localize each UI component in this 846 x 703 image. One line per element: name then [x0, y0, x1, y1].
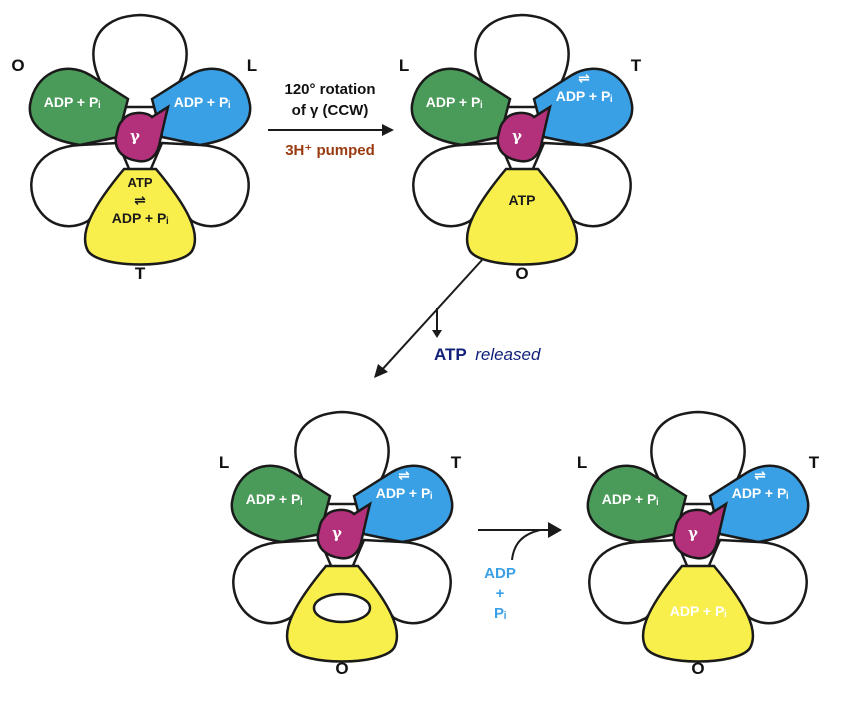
blue-site-top-label: ATP — [391, 450, 416, 465]
state-label-left: L — [219, 453, 229, 472]
state-label-bottom: O — [515, 264, 528, 283]
yellow-site-bottom-label: ADP + Pᵢ — [112, 210, 169, 226]
green-site-label: ADP + Pᵢ — [44, 94, 101, 110]
blue-site-label: ADP + Pᵢ — [174, 94, 231, 110]
state-label-right: T — [809, 453, 820, 472]
atp-released-word: released — [475, 345, 541, 364]
yellow-site-label: ATP — [509, 192, 536, 208]
plus-sign: + — [496, 585, 505, 602]
gamma-direction-caption: of γ (CCW) — [292, 102, 369, 119]
step-two-arrow: ATP released — [374, 259, 541, 378]
equilibrium-icon: ⇌ — [398, 467, 410, 483]
equilibrium-icon: ⇌ — [754, 467, 766, 483]
empty-site-hole — [312, 592, 372, 624]
equilibrium-icon: ⇌ — [578, 70, 590, 86]
yellow-site-top-label: ATP — [127, 175, 152, 190]
state-label-left: L — [577, 453, 587, 472]
yellow-site-label: ADP + Pᵢ — [670, 603, 727, 619]
rotation-caption: 120° rotation — [284, 81, 375, 98]
green-site-label: ADP + Pᵢ — [426, 94, 483, 110]
step-one-arrow: 120° rotation of γ (CCW) 3H⁺ pumped — [268, 81, 394, 159]
blue-site-bottom-label: ADP + Pᵢ — [556, 88, 613, 104]
gamma-label: γ — [688, 524, 698, 542]
state-label-left: L — [399, 56, 409, 75]
state-label-bottom: T — [135, 264, 146, 283]
atp-released-caption: ATP released — [434, 345, 541, 364]
step-three-arrow: ADP + Pᵢ — [478, 522, 562, 622]
equilibrium-icon: ⇌ — [134, 192, 146, 208]
state-label-bottom: O — [691, 659, 704, 678]
state-label-right: L — [247, 56, 257, 75]
flower-state-two: γ ADP + Pᵢ ATP ⇌ ADP + Pᵢ ATP L T O — [399, 13, 642, 283]
gamma-label: γ — [130, 127, 140, 145]
blue-site-bottom-label: ADP + Pᵢ — [732, 485, 789, 501]
green-site-label: ADP + Pᵢ — [246, 491, 303, 507]
state-label-left: O — [11, 56, 24, 75]
state-label-right: T — [451, 453, 462, 472]
gamma-label: γ — [332, 524, 342, 542]
adp-substrate-label: ADP — [484, 565, 516, 582]
flower-state-one: γ ADP + Pᵢ ADP + Pᵢ ATP ⇌ ADP + Pᵢ O L T — [11, 13, 257, 283]
flower-state-three: γ ADP + Pᵢ ATP ⇌ ADP + Pᵢ L T O — [219, 410, 462, 678]
gamma-label: γ — [512, 127, 522, 145]
blue-site-top-label: ATP — [747, 450, 772, 465]
phosphate-substrate-label: Pᵢ — [494, 605, 506, 622]
green-site-label: ADP + Pᵢ — [602, 491, 659, 507]
blue-site-top-label: ATP — [571, 53, 596, 68]
blue-site-bottom-label: ADP + Pᵢ — [376, 485, 433, 501]
flower-state-four: γ ADP + Pᵢ ATP ⇌ ADP + Pᵢ ADP + Pᵢ L T O — [577, 410, 820, 678]
state-label-bottom: O — [335, 659, 348, 678]
protons-pumped-caption: 3H⁺ pumped — [285, 142, 375, 159]
atp-released-atp: ATP — [434, 345, 467, 364]
state-label-right: T — [631, 56, 642, 75]
